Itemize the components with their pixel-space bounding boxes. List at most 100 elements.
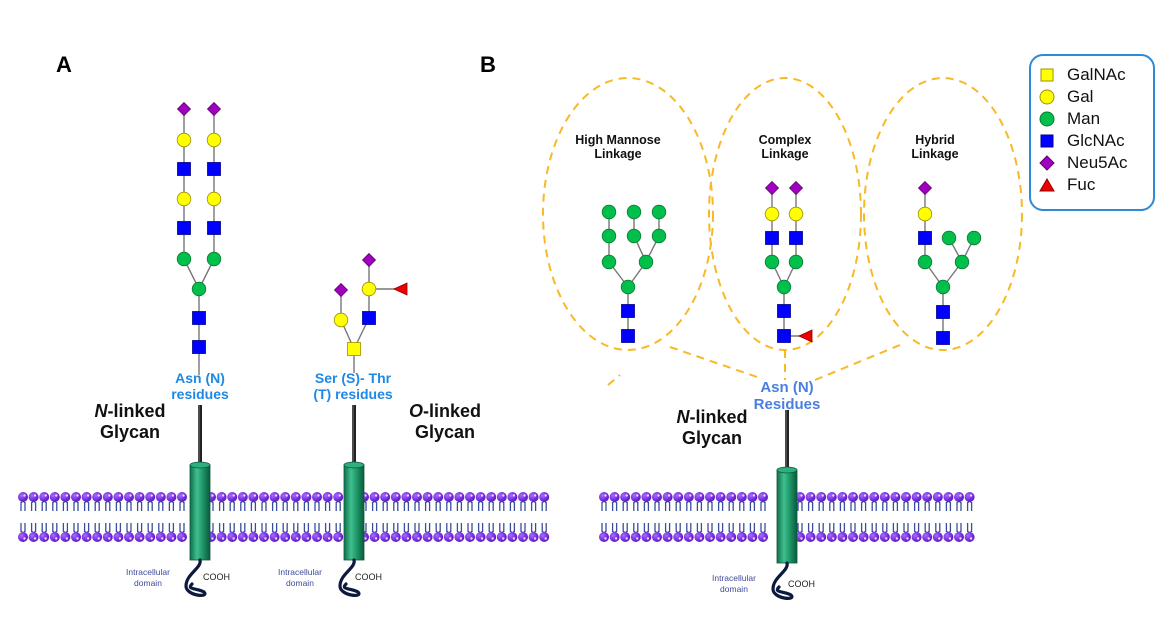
lipid [747, 492, 758, 542]
glcnac-square [177, 221, 191, 235]
lipid-head-highlight [427, 537, 431, 540]
high-mannose-ellipse [542, 77, 714, 351]
lipid-tail-upper [913, 500, 920, 511]
lipid-head-highlight [742, 494, 745, 497]
lipid-tail-lower [83, 523, 90, 534]
lipid-tail-upper [414, 500, 420, 511]
gal-circle [206, 132, 222, 148]
glcnac-square [192, 340, 206, 354]
gal-circle [788, 206, 804, 222]
lipid-head-upper [901, 492, 911, 502]
lipid-tail-lower [818, 523, 824, 534]
lipid-tail-upper [643, 500, 650, 511]
lipid-head-highlight [221, 537, 225, 540]
lipid [943, 492, 954, 542]
lipid-head-highlight [211, 494, 214, 497]
lipid-tail-lower [488, 523, 494, 534]
complex-linkage-title: Complex Linkage [735, 133, 835, 162]
cooh-label-b: COOH [788, 579, 815, 589]
lipid-tail-lower [105, 523, 111, 534]
lipid-head-lower [28, 532, 39, 542]
lipid-head-lower [71, 532, 81, 542]
lipid-head-highlight [874, 494, 877, 497]
transmembrane-helix [343, 464, 365, 561]
lipid-tail-upper [115, 500, 122, 511]
lipid [177, 492, 187, 542]
linkage-title-line2: Linkage [761, 147, 809, 162]
gal-circle [176, 132, 192, 148]
lipid-tail-upper [229, 500, 235, 511]
lipid-head-highlight [720, 537, 724, 540]
lipid-tail-lower [956, 523, 962, 534]
man-circle [651, 228, 667, 244]
lipid [848, 492, 858, 542]
lipid-head-upper [726, 492, 737, 502]
lipid-head-highlight [264, 494, 267, 497]
lipid-head-upper [113, 492, 124, 502]
glcnac-square [936, 305, 950, 319]
lipid-head-upper [630, 492, 641, 502]
lipid-head-lower [269, 532, 280, 542]
n-prefix-b: N [676, 407, 690, 427]
lipid-tail-lower [520, 523, 526, 534]
lipid-tail-lower [945, 523, 952, 534]
neu5ac-diamond-icon [1039, 155, 1055, 171]
man-circle [935, 279, 951, 295]
lipid-head-lower [92, 532, 103, 542]
lipid-tail-lower [622, 523, 628, 534]
lipid [641, 492, 652, 542]
lipid-head-highlight [863, 537, 867, 540]
lipid [539, 492, 550, 542]
lipid-tail-upper [335, 500, 341, 511]
n-linked-glycan-label-a: N-linked Glycan [90, 401, 170, 442]
cooh-label-a2: COOH [355, 572, 382, 582]
lipid-head-upper [890, 492, 901, 502]
lipid-tail-upper [717, 500, 724, 511]
lipid-head-highlight [523, 537, 526, 540]
lipid-head-highlight [800, 494, 803, 497]
lipid [333, 492, 344, 542]
lipid-head-lower [826, 532, 837, 542]
o-suffix: -linked [423, 401, 482, 421]
lipid-head-highlight [243, 537, 246, 540]
lipid-head-lower [736, 532, 747, 542]
lipid-head-lower [18, 532, 28, 542]
lipid-head-highlight [502, 494, 505, 497]
lipid [475, 492, 486, 542]
lipid-head-highlight [327, 494, 331, 497]
lipid-head-upper [736, 492, 747, 502]
intracellular-domain-tail [184, 558, 207, 597]
lipid-head-highlight [285, 537, 288, 540]
glcnac-square [621, 304, 635, 318]
lipid-head-highlight [264, 537, 267, 540]
lipid-head-highlight [636, 494, 639, 497]
glcnac-square [621, 329, 635, 343]
lipid-head-highlight [821, 537, 824, 540]
lipid-head-highlight [604, 494, 607, 497]
lipid-head-lower [805, 532, 816, 542]
o-linked-glycan-label: O-linked Glycan [405, 401, 485, 442]
lipid [683, 492, 694, 542]
lipid-tail-upper [807, 500, 814, 511]
lipid-tail-lower [261, 523, 267, 534]
lipid [269, 492, 280, 542]
lipid-head-highlight [108, 537, 111, 540]
lipid-tail-upper [477, 500, 484, 511]
legend-item-galnac: GalNAc [1039, 64, 1126, 86]
lipid-tail-lower [371, 523, 378, 534]
lipid-tail-lower [73, 523, 79, 534]
lipid [102, 492, 113, 542]
lipid-head-highlight [927, 537, 930, 540]
glcnac-square [918, 231, 932, 245]
lipid-tail-lower [797, 523, 803, 534]
lipid-head-upper [507, 492, 518, 502]
lipid-head-upper [333, 492, 344, 502]
lipid-head-lower [486, 532, 497, 542]
lipid-head-lower [155, 532, 166, 542]
lipid-tail-upper [664, 500, 671, 511]
gal-circle [333, 312, 349, 328]
man-circle [601, 254, 617, 270]
lipid-head-highlight [306, 537, 310, 540]
lipid-head-highlight [512, 537, 516, 540]
lipid-tail-upper [601, 500, 607, 511]
